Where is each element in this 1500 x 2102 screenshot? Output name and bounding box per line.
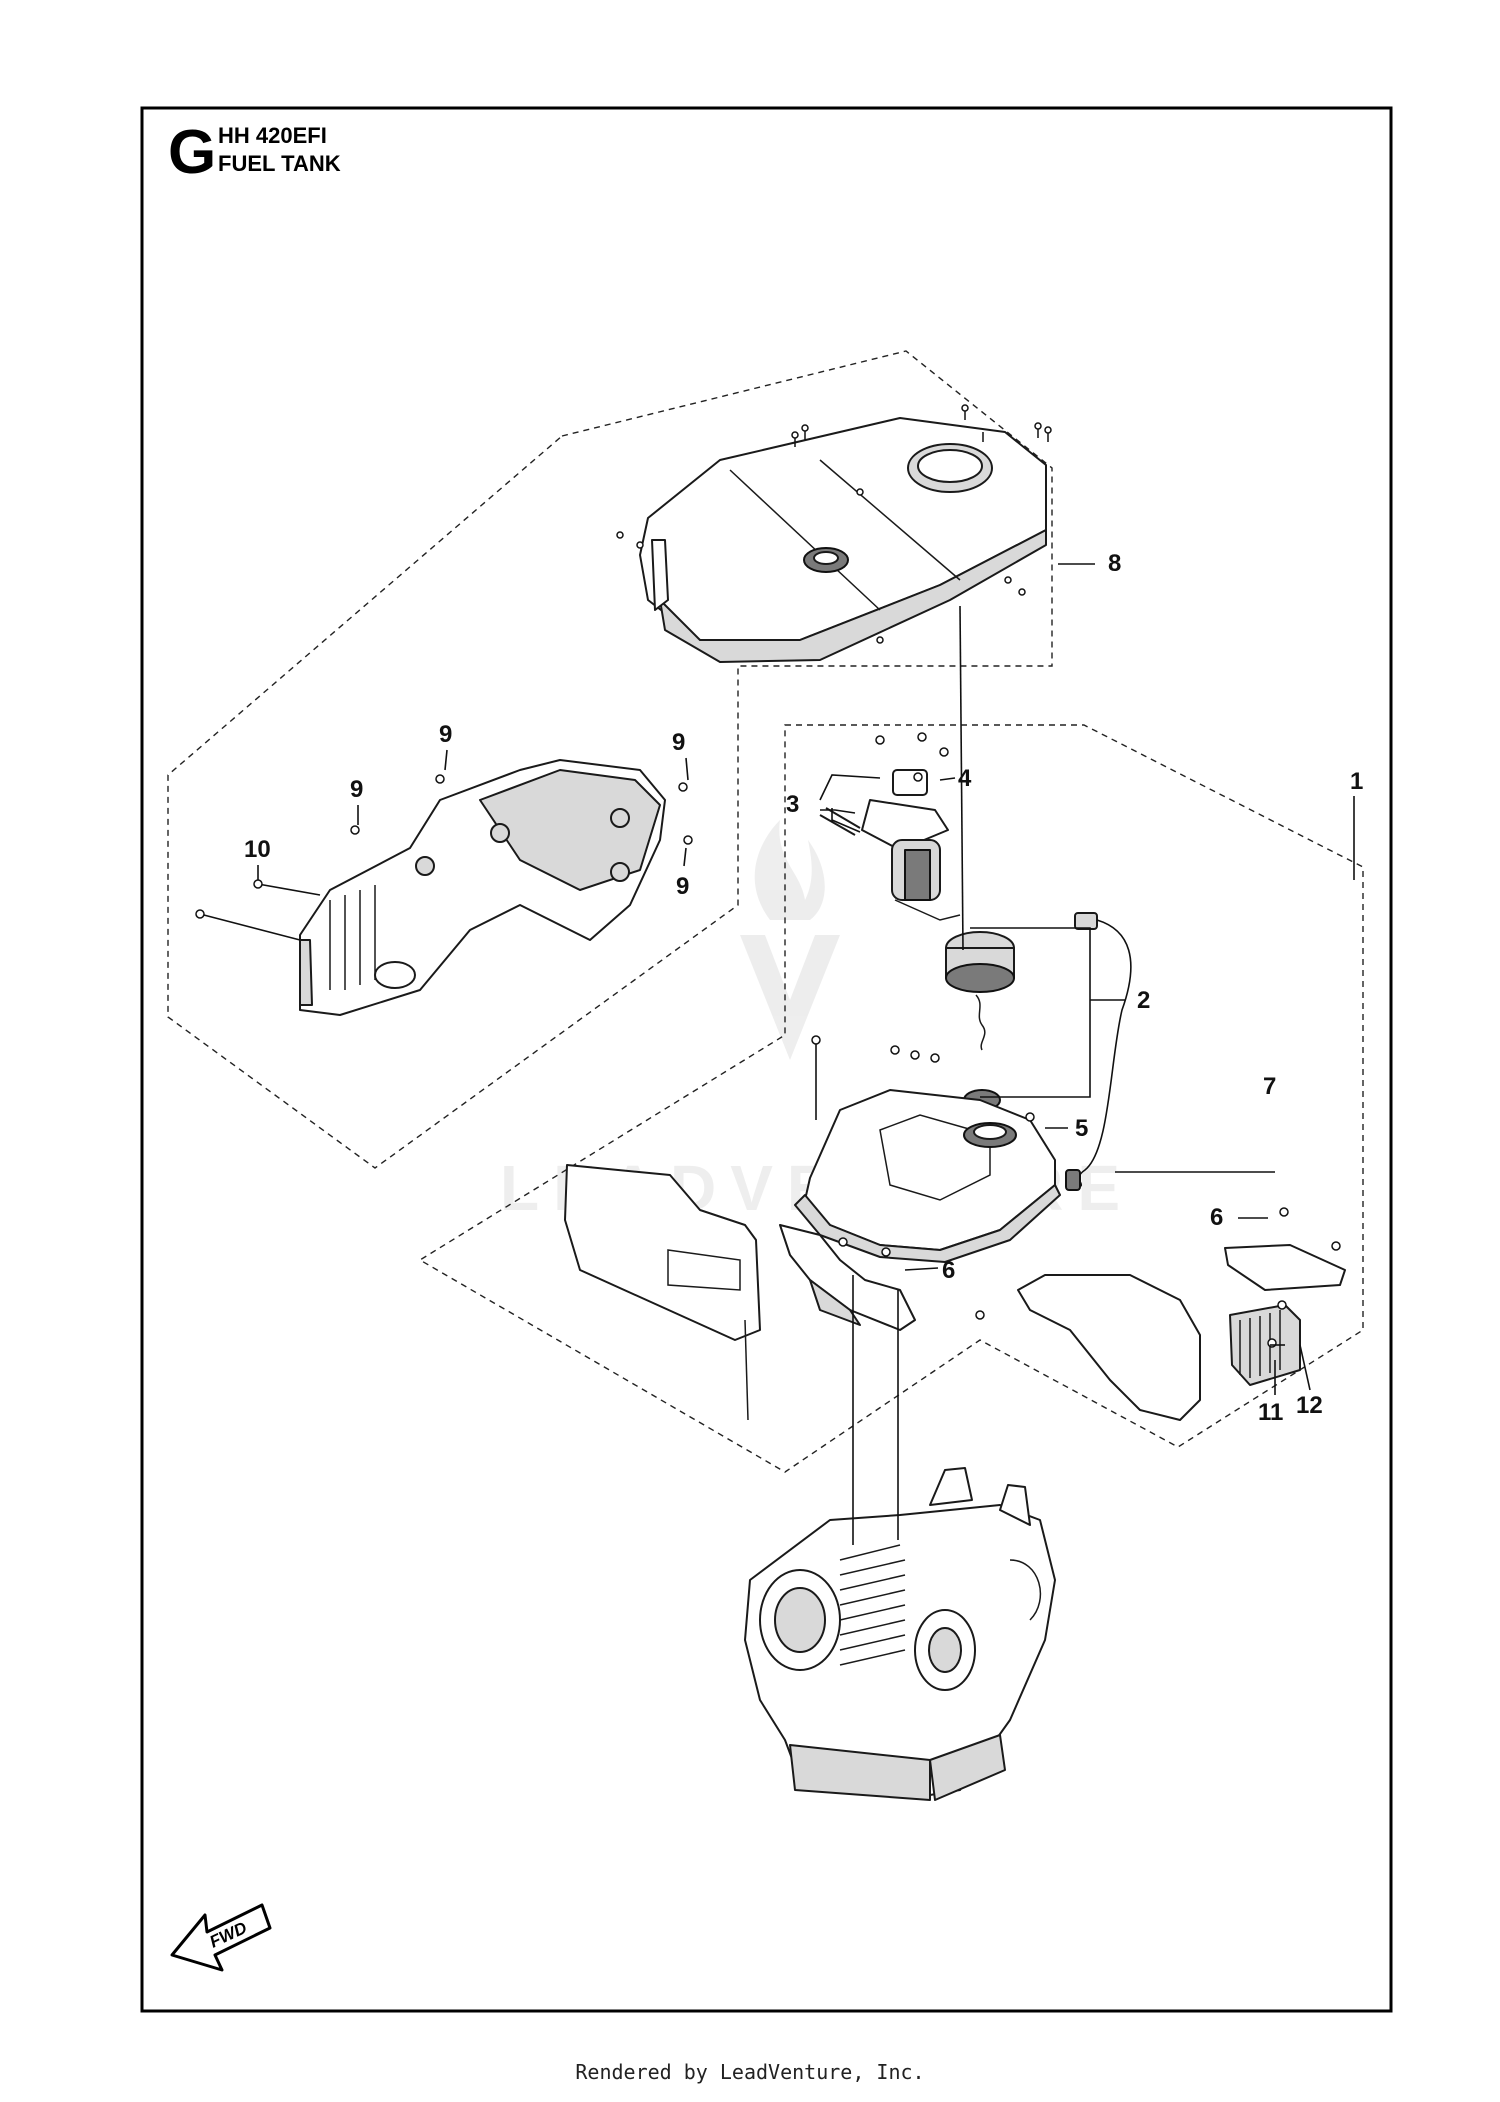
callout-11: 11 xyxy=(1258,1399,1283,1426)
callout-2: 2 xyxy=(1137,987,1150,1014)
callout-9b: 9 xyxy=(672,729,685,756)
callout-3: 3 xyxy=(786,791,799,818)
bracket-bolts xyxy=(838,1237,985,1320)
model-name: HH 420EFI xyxy=(218,123,327,148)
callout-10: 10 xyxy=(244,836,271,863)
callout-4: 4 xyxy=(958,765,972,792)
ecu-module xyxy=(1229,1304,1301,1386)
callout-6b: 6 xyxy=(942,1257,955,1284)
ecu-bolts xyxy=(1267,1207,1341,1348)
callout-leaders xyxy=(257,563,1355,1395)
callout-9d: 9 xyxy=(676,873,689,900)
fuel-pump xyxy=(819,769,961,921)
tank-bracket xyxy=(779,1224,916,1331)
cover-screws xyxy=(616,404,1052,644)
callout-1: 1 xyxy=(1350,768,1363,795)
section-title: FUEL TANK xyxy=(218,151,341,176)
fuel-sensor-cable xyxy=(1065,912,1132,1191)
callout-7: 7 xyxy=(1263,1073,1276,1100)
fuel-cap xyxy=(945,931,1015,1111)
section-letter: G xyxy=(168,118,216,187)
callout-8: 8 xyxy=(1108,550,1121,577)
callout-labels: 1 2 3 4 5 6 6 7 8 9 9 9 9 10 11 12 xyxy=(244,550,1363,1426)
tank-bolts xyxy=(811,1035,1035,1122)
group-outline-fuel-tank xyxy=(418,724,1364,1473)
heat-shield xyxy=(564,1164,761,1421)
forward-arrow-icon: FWD xyxy=(170,1903,272,1972)
shroud-bolts xyxy=(195,774,693,941)
callout-5: 5 xyxy=(1075,1115,1088,1142)
top-cover xyxy=(639,417,1047,663)
diagram-frame xyxy=(140,106,1393,2013)
callout-9c: 9 xyxy=(350,776,363,803)
group-outline-cover xyxy=(167,350,1053,1169)
cap-link-line xyxy=(959,605,964,951)
callout-6a: 6 xyxy=(1210,1204,1223,1231)
callout-9a: 9 xyxy=(439,721,452,748)
pump-screws xyxy=(875,732,949,782)
footer-credit: Rendered by LeadVenture, Inc. xyxy=(575,2060,925,2084)
fuel-tank xyxy=(794,1089,1061,1263)
callout-12: 12 xyxy=(1296,1392,1323,1419)
engine-block xyxy=(744,1467,1056,1801)
watermark-logo xyxy=(740,820,840,1060)
engine-link-lines xyxy=(852,1275,899,1545)
ecu-bracket xyxy=(1017,1244,1346,1421)
side-shroud xyxy=(299,759,666,1016)
